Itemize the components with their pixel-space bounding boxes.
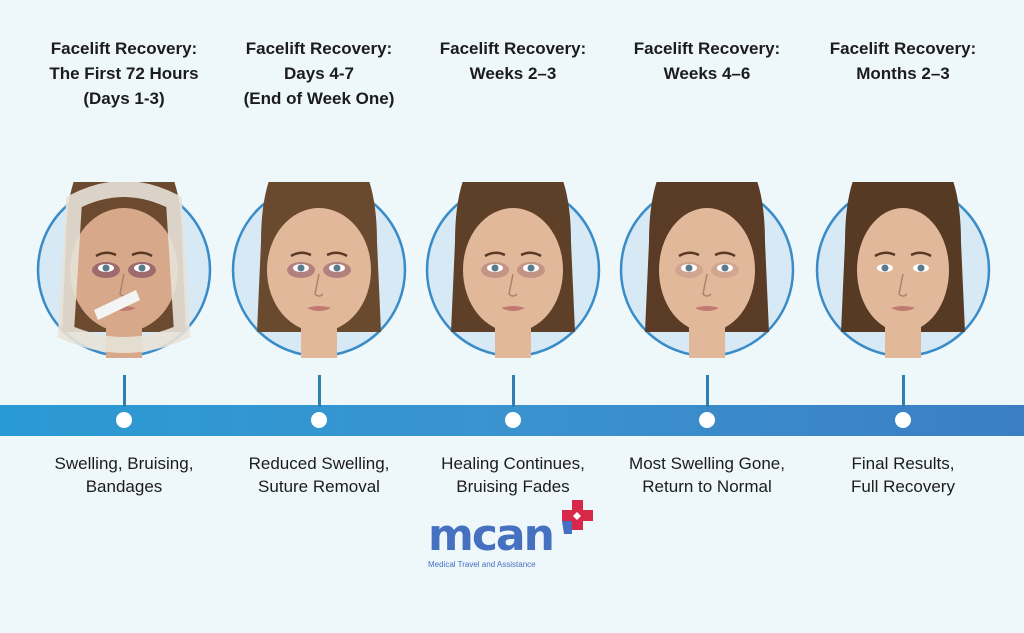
stage-caption-line: Full Recovery [851, 477, 955, 496]
face-portrait [36, 182, 212, 358]
stage-caption-line: Final Results, [851, 454, 955, 473]
timeline-connector [902, 375, 905, 407]
stage-title-line: (End of Week One) [243, 89, 395, 108]
stage-caption-line: Return to Normal [642, 477, 772, 496]
stage-title-line: Facelift Recovery: [633, 39, 781, 58]
timeline-connector [123, 375, 126, 407]
stage-caption-line: Healing Continues, [441, 454, 585, 473]
face-portrait [815, 182, 991, 358]
timeline-marker [699, 412, 715, 428]
timeline-marker [116, 412, 132, 428]
stage-caption: Swelling, Bruising, Bandages [19, 452, 229, 498]
logo-subtitle: Medical Travel and Assistance [428, 560, 536, 569]
stage-title-line: Weeks 2–3 [469, 64, 557, 83]
stage-caption-line: Bandages [85, 477, 163, 496]
timeline-connector [318, 375, 321, 407]
stage-title-line: Days 4-7 [284, 64, 354, 83]
stage-caption: Final Results, Full Recovery [798, 452, 1008, 498]
stage-caption: Reduced Swelling, Suture Removal [214, 452, 424, 498]
stage-title-line: The First 72 Hours [49, 64, 199, 83]
stage-caption: Healing Continues, Bruising Fades [408, 452, 618, 498]
face-portrait [425, 182, 601, 358]
timeline-connector [706, 375, 709, 407]
timeline-connector [512, 375, 515, 407]
stage-title-line: Months 2–3 [856, 64, 950, 83]
stage-title-line: Facelift Recovery: [245, 39, 393, 58]
timeline-marker [311, 412, 327, 428]
mcan-logo: mcan Medical Travel and Assistance [428, 500, 593, 569]
timeline-marker [895, 412, 911, 428]
stage-title: Facelift Recovery: Days 4-7 (End of Week O… [214, 36, 424, 111]
stage-title: Facelift Recovery: Weeks 2–3 [408, 36, 618, 86]
stage-caption: Most Swelling Gone, Return to Normal [602, 452, 812, 498]
timeline-marker [505, 412, 521, 428]
stage-title: Facelift Recovery: Months 2–3 [798, 36, 1008, 86]
stage-title-line: Facelift Recovery: [50, 39, 198, 58]
stage-title-line: Weeks 4–6 [663, 64, 751, 83]
logo-wordmark: mcan [428, 510, 555, 561]
stage-caption-line: Bruising Fades [456, 477, 570, 496]
stage-title: Facelift Recovery: Weeks 4–6 [602, 36, 812, 86]
stage-title-line: (Days 1-3) [83, 89, 165, 108]
stage-caption-line: Reduced Swelling, [248, 454, 390, 473]
stage-caption-line: Swelling, Bruising, [54, 454, 194, 473]
stage-title-line: Facelift Recovery: [439, 39, 587, 58]
stage-title: Facelift Recovery: The First 72 Hours (Day… [19, 36, 229, 111]
medical-cross-icon [562, 500, 593, 534]
stage-caption-line: Most Swelling Gone, [629, 454, 785, 473]
face-portrait [619, 182, 795, 358]
stage-caption-line: Suture Removal [258, 477, 380, 496]
face-portrait [231, 182, 407, 358]
stage-title-line: Facelift Recovery: [829, 39, 977, 58]
